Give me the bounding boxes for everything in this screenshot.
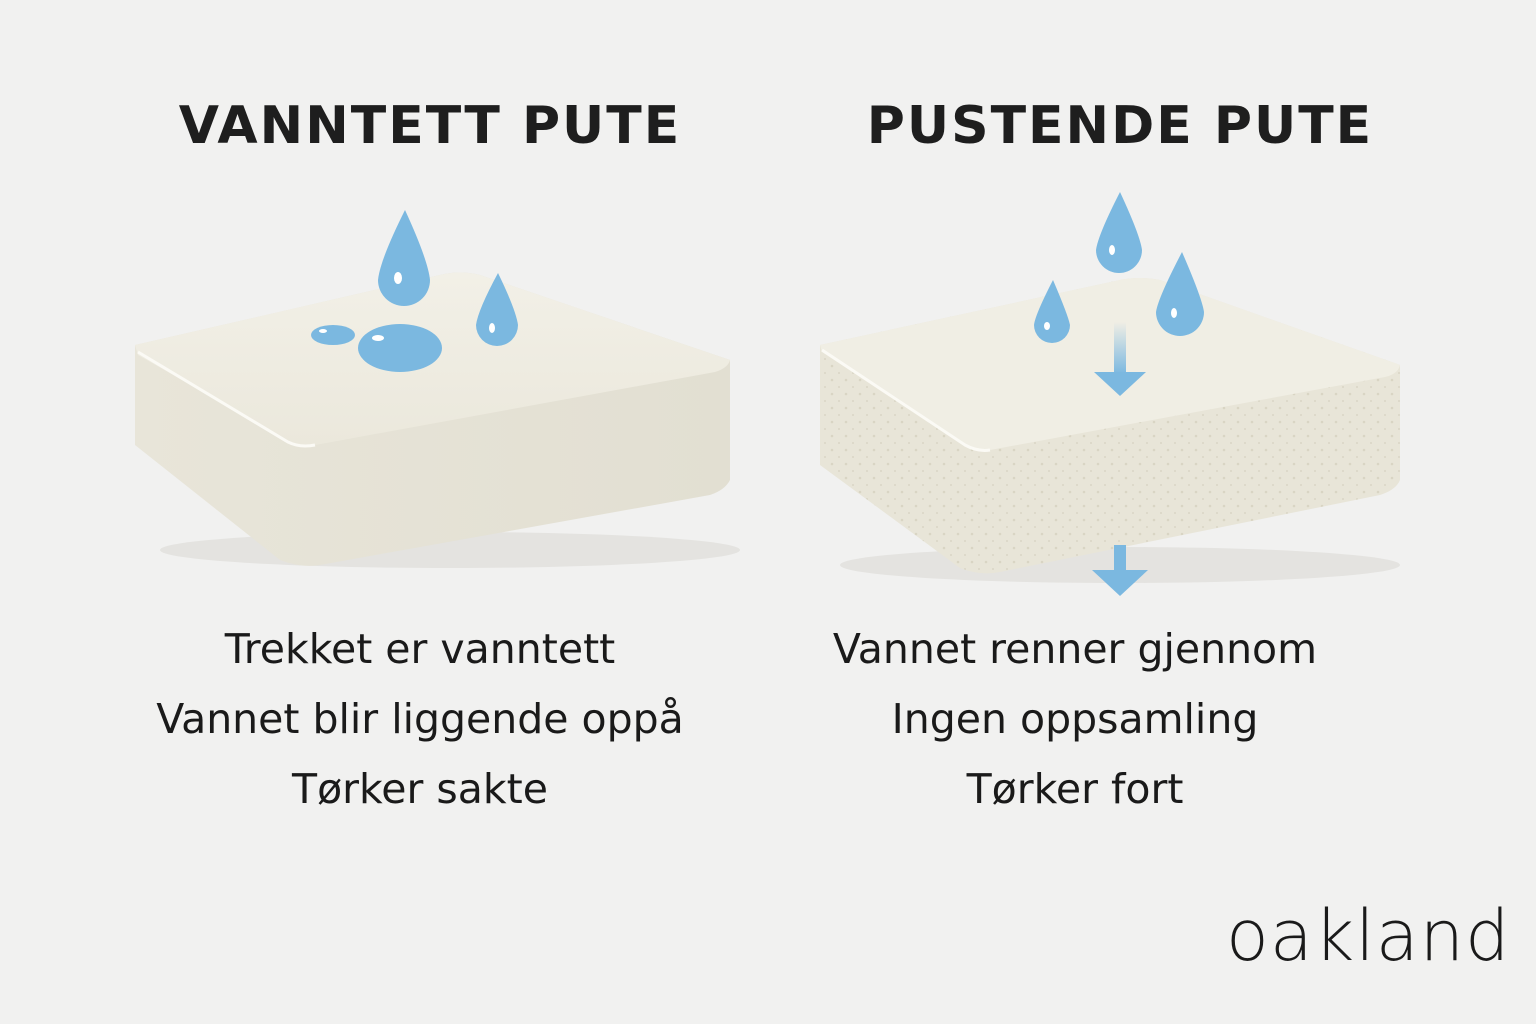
waterproof-feature-list: Trekket er vanntett Vannet blir liggende…	[100, 614, 740, 824]
breathable-feature-list: Vannet renner gjennom Ingen oppsamling T…	[755, 614, 1395, 824]
brand-logo: oakland	[1226, 895, 1511, 977]
breathable-title: PUSTENDE PUTE	[866, 96, 1374, 156]
breathable-cushion-illustration	[820, 192, 1400, 596]
waterproof-cushion-illustration	[135, 210, 740, 568]
cushion-top	[820, 278, 1400, 451]
feature-item: Ingen oppsamling	[891, 695, 1259, 743]
feature-item: Vannet renner gjennom	[832, 625, 1318, 673]
waterproof-title: VANNTETT PUTE	[178, 96, 682, 156]
feature-item: Tørker fort	[966, 765, 1184, 813]
feature-item: Trekket er vanntett	[224, 625, 616, 673]
feature-item: Tørker sakte	[292, 765, 548, 813]
arrow-down-icon	[1092, 545, 1148, 596]
water-droplets-icon	[1034, 192, 1204, 343]
feature-item: Vannet blir liggende oppå	[156, 695, 684, 743]
arrow-down-icon	[1094, 322, 1146, 396]
water-droplets-icon	[311, 210, 518, 372]
